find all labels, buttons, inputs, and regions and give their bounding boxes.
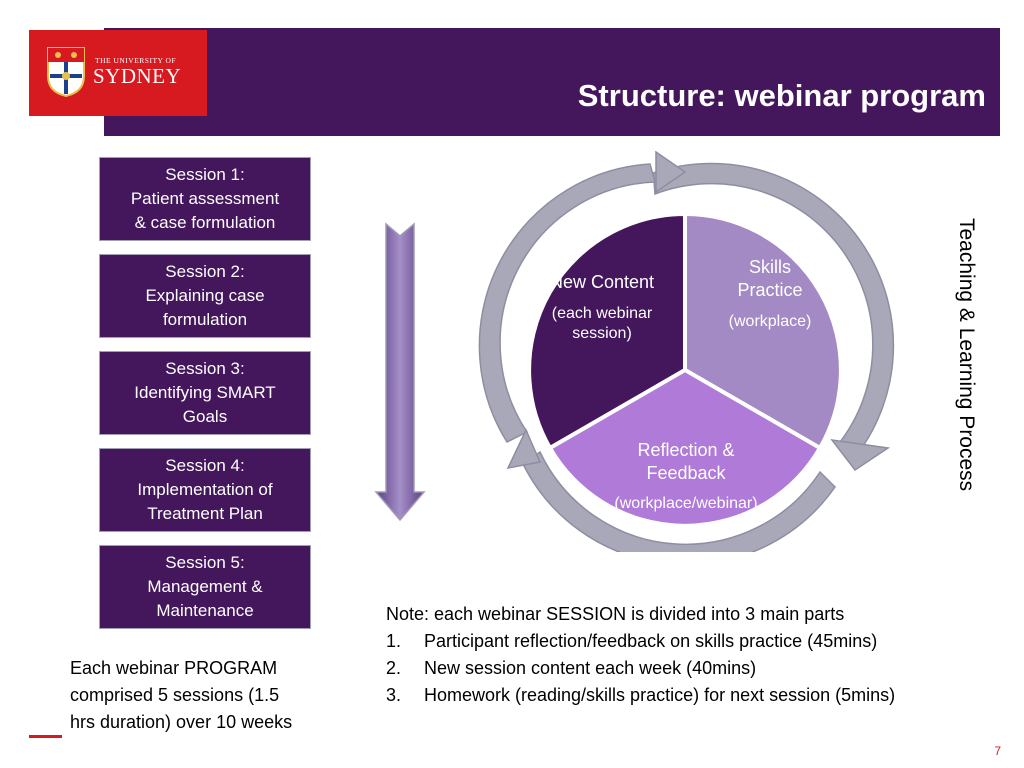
skills-sub: (workplace) [728,313,812,330]
session-desc-line: Identifying SMART [134,383,276,402]
ring-arrowhead-top [655,150,687,194]
session-desc-line: Explaining case [145,286,265,305]
cycle-diagram [478,150,895,552]
session-desc-line: formulation [162,310,248,329]
session-3-box: Session 3: Identifying SMART Goals [99,351,311,435]
skills-title-line1: Skills [748,257,791,277]
new-content-sub2: session) [572,325,632,342]
page-title: Structure: webinar program [577,78,986,113]
session-note: Note: each webinar SESSION is divided in… [386,601,1006,709]
ring-arrowhead-left [506,428,542,470]
note-item: 3. Homework (reading/skills practice) fo… [386,682,984,709]
session-desc-line: Treatment Plan [147,504,263,523]
note-item-text: New session content each week (40mins) [424,658,757,678]
skills-practice-label: Skills Practice (workplace) [700,256,840,332]
reflection-title-line2: Feedback [646,463,726,483]
note-item: 1. Participant reflection/feedback on sk… [386,628,1006,655]
note-item-number: 1. [386,631,402,651]
ring-arrowhead-right [830,438,891,472]
down-arrow-icon [374,222,426,522]
ring-arc-left [478,163,656,443]
note-heading: Note: each webinar SESSION is divided in… [386,604,845,624]
program-note: Each webinar PROGRAM comprised 5 session… [70,655,292,736]
note-item-text: Participant reflection/feedback on skill… [424,631,878,651]
session-label: Session 3: [165,359,245,378]
segment-reflection [547,367,823,528]
program-note-line: comprised 5 sessions (1.5 [70,685,280,705]
note-item-number: 3. [386,685,402,705]
logo-big-text: SYDNEY [93,64,182,88]
reflection-label: Reflection & Feedback (workplace/webinar… [586,439,786,514]
session-label: Session 4: [165,456,245,475]
note-item: 2. New session content each week (40mins… [386,655,1006,682]
session-1-box: Session 1: Patient assessment & case for… [99,157,311,241]
session-desc-line: Patient assessment [130,189,280,208]
new-content-sub1: (each webinar [551,305,653,322]
crest-icon [47,47,85,98]
session-desc-line: Management & [147,577,263,596]
program-note-line: hrs duration) over 10 weeks [70,712,293,732]
session-desc-line: Maintenance [156,601,254,620]
note-item-number: 2. [386,658,402,678]
reflection-sub: (workplace/webinar) [614,495,758,512]
session-4-box: Session 4: Implementation of Treatment P… [99,448,311,532]
segment-new-content [527,211,687,451]
logo-small-text: THE UNIVERSITY OF [95,56,177,65]
session-label: Session 5: [165,553,245,572]
session-2-box: Session 2: Explaining case formulation [99,254,311,338]
session-label: Session 2: [165,262,245,281]
program-note-line: Each webinar PROGRAM [70,658,278,678]
reflection-title-line1: Reflection & [637,440,735,460]
skills-title-line2: Practice [737,280,803,300]
page-number: 7 [994,744,1001,758]
red-accent-line [29,735,62,738]
note-item-text: Homework (reading/skills practice) for n… [424,685,896,705]
header-bar [104,28,1000,136]
segment-skills-practice [683,211,843,451]
new-content-title: New Content [549,272,655,292]
session-label: Session 1: [165,165,245,184]
new-content-label: New Content (each webinar session) [524,271,680,344]
university-logo: THE UNIVERSITY OF SYDNEY [29,30,207,116]
session-desc-line: & case formulation [134,213,276,232]
session-5-box: Session 5: Management & Maintenance [99,545,311,629]
session-desc-line: Goals [182,407,228,426]
teaching-learning-label: Teaching & Learning Process [955,218,978,492]
session-desc-line: Implementation of [137,480,273,499]
